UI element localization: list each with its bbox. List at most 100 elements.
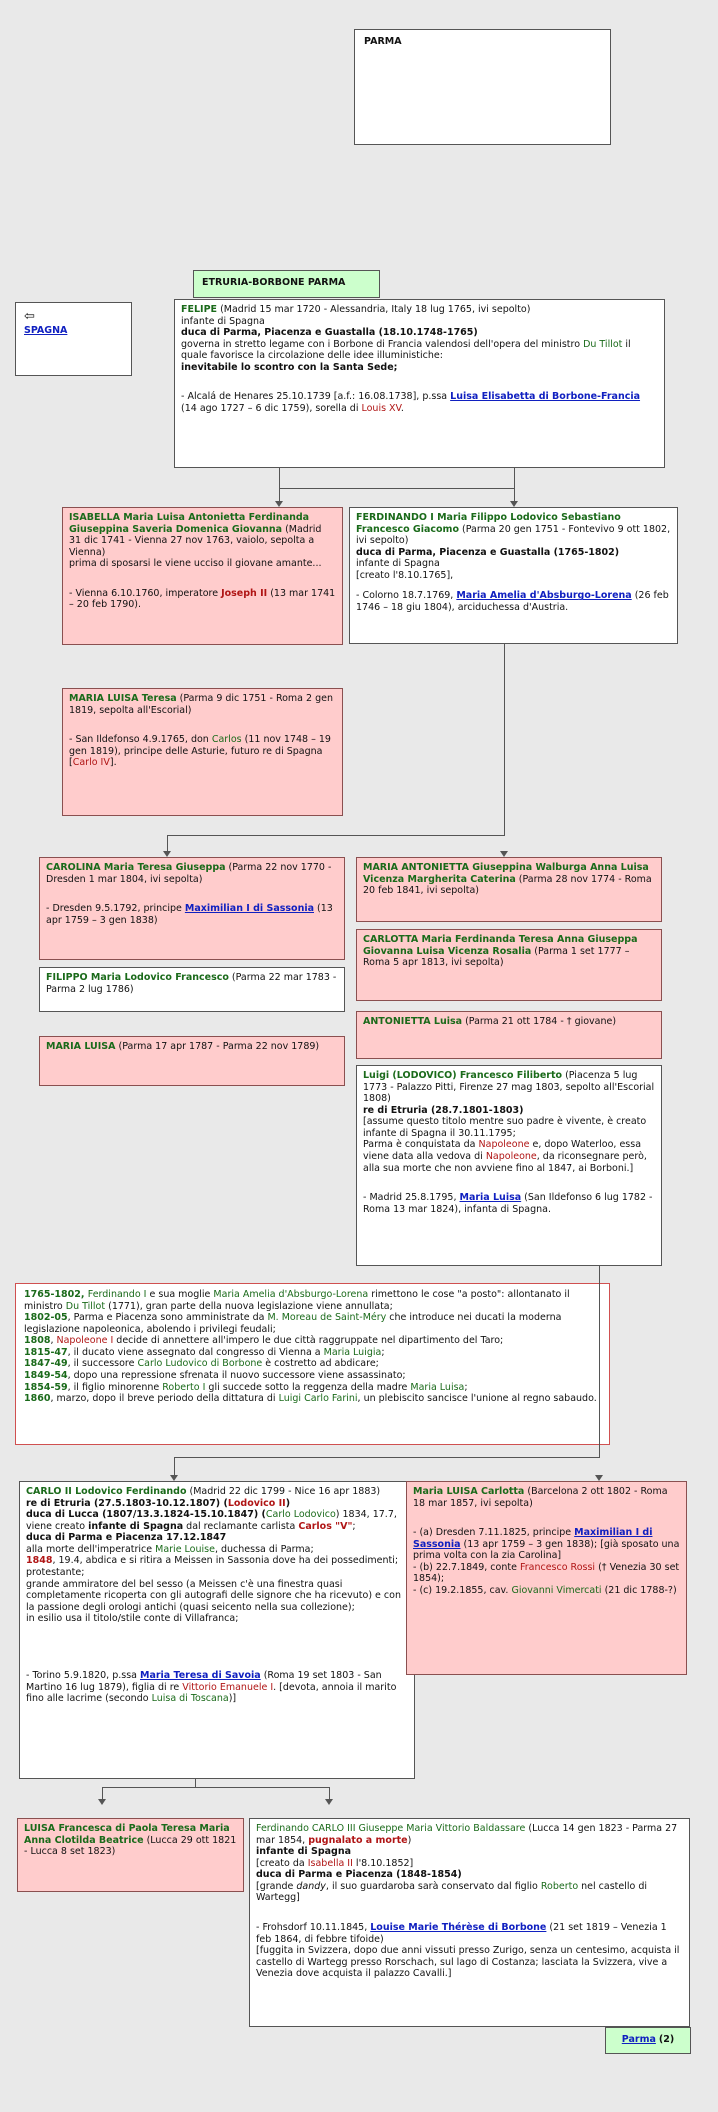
text-carlo2-l3g: ; [352,1520,356,1532]
spouse-link-luisa-elisabetta[interactable]: Luisa Elisabetta di Borbone-Francia [450,391,641,403]
text-maria-luisa-t-carlos: Carlos [211,734,242,746]
text-filippo-l1: (Parma 22 mar 1783 - Parma 2 lug 1786) [46,972,337,995]
text-ferdinando1-l3: infante di Spagna [356,558,440,570]
text-filippo-name: FILIPPO Maria Lodovico Francesco [46,972,229,983]
text-maria-luisa-c-m6: (21 dic 1788-?) [601,1585,677,1597]
spouse-link-maria-luisa[interactable]: Maria Luisa [459,1192,522,1204]
text-felipe-name: FELIPE [181,304,218,315]
text-maria-luisa-c-m5: - (c) 19.2.1855, cav. [413,1585,512,1597]
text-carlo2-l4: duca di Parma e Piacenza 17.12.1847 [26,1532,227,1544]
text-carlo2-l2b: Lodovico II [227,1497,286,1509]
parma-2-link[interactable]: Parma [621,2034,656,2045]
text-luigi-l2: re di Etruria (28.7.1801-1803) [363,1104,524,1116]
text-history-p7e: Maria Luisa [410,1381,465,1393]
text-history-p2d: che introduce nei ducati la moderna legi… [24,1312,562,1335]
text-history-p7a: 1854-59 [24,1381,68,1393]
ferdinando-i-card: FERDINANDO I Maria Filippo Lodovico Seba… [349,507,678,644]
maria-luisa-carlotta-card: Maria LUISA Carlotta (Barcelona 2 ott 18… [406,1481,687,1675]
text-felipe-louis: Louis XV [361,403,401,415]
text-luigi-l1: (Piacenza 5 lug 1773 - Palazzo Pitti, Fi… [363,1070,655,1105]
text-history-p5a: 1847-49 [24,1358,68,1370]
text-carlo2-l1: (Madrid 22 dic 1799 - Nice 16 apr 1883) [186,1486,381,1497]
text-luisa-fr-name: LUISA Francesca di Paola Teresa Maria An… [24,1823,230,1846]
text-history-p3d: decide di annettere all'impero le due ci… [113,1335,504,1347]
luigi-card: Luigi (LODOVICO) Francesco Filiberto (Pi… [356,1065,662,1266]
text-maria-luisa-t-m1: - San Ildefonso 4.9.1765, don [69,734,212,746]
text-history-p8d: , un plebiscito sancisce l'unione al reg… [357,1393,597,1405]
text-maria-luisa-t-m2: (11 nov 1748 – 19 gen 1819), principe de… [69,734,331,769]
text-history-p2c: M. Moreau de Saint-Méry [267,1312,387,1324]
text-history-p1d: Maria Amelia d'Absburgo-Lorena [213,1289,369,1300]
text-history-p4a: 1815-47 [24,1346,68,1358]
carlo-iii-card: Ferdinando CARLO III Giuseppe Maria Vitt… [249,1818,690,2027]
spouse-link-maximilian-2[interactable]: Maximilian I di Sassonia [413,1527,653,1550]
text-luigi-l4a: Parma è conquistata da [363,1139,479,1151]
text-history-p3a: 1808 [24,1335,51,1347]
spouse-link-maria-amelia[interactable]: Maria Amelia d'Absburgo-Lorena [456,590,632,602]
text-carlo3-l2: infante di Spagna [256,1846,352,1858]
text-carlo3-l3c: l'8.10.1852] [352,1857,414,1869]
text-maria-luisa-c-name: Maria LUISA Carlotta [413,1486,525,1497]
luisa-francesca-card: LUISA Francesca di Paola Teresa Maria An… [17,1818,244,1892]
spouse-link-louise-marie[interactable]: Louise Marie Thérèse di Borbone [370,1922,547,1934]
text-history-p4d: ; [381,1346,385,1358]
text-carlo3-l5d: Roberto [540,1880,579,1892]
text-carolina-name: CAROLINA Maria Teresa Giuseppa [46,862,226,873]
text-history-p8a: 1860 [24,1393,51,1405]
maria-luisa-1787-card: MARIA LUISA (Parma 17 apr 1787 - Parma 2… [39,1036,345,1086]
text-maria-luisa2-name: MARIA LUISA [46,1041,116,1052]
text-carlo2-l3f: Carlos "V" [298,1520,353,1532]
text-carlo2-ve: Vittorio Emanuele I [182,1681,274,1693]
text-luigi-l3: [assume questo titolo mentre suo padre è… [363,1116,647,1139]
text-felipe-m3: . [400,403,404,415]
text-carlo2-m3: . [devota, annoia il marito fino alle la… [26,1681,397,1705]
text-history-p1f: Du Tillot [65,1300,106,1312]
text-carlo2-l2c: ) [285,1497,291,1509]
text-parma2-link-suffix: (2) [658,2034,675,2045]
carlotta-card: CARLOTTA Maria Ferdinanda Teresa Anna Gi… [356,929,662,1001]
text-felipe-l1: (Madrid 15 mar 1720 - Alessandria, Italy… [220,304,531,315]
text-ferdinando1-l1: (Parma 20 gen 1751 - Fontevivo 9 ott 180… [356,523,671,547]
text-history-p1c: e sua moglie [146,1289,214,1300]
text-isabella-m1: - Vienna 6.10.1760, imperatore [69,587,222,599]
back-arrow-icon[interactable]: ⇦ [24,309,35,324]
text-felipe-du-tillot: Du Tillot [583,338,623,350]
text-ferdinando1-m2: (26 feb 1746 – 18 giu 1804), arciduchess… [356,590,669,614]
text-history-p7c: Roberto I [162,1381,206,1393]
text-maria-luisa2-l1: (Parma 17 apr 1787 - Parma 22 nov 1789) [115,1041,320,1052]
text-felipe-l4a: governa in stretto legame con i Borbone … [181,338,584,350]
text-history-p3b: , [50,1335,57,1347]
text-carlo3-l5e: nel castello di Wartegg] [256,1880,648,1904]
text-maria-antonietta-l1: (Parma 28 nov 1774 - Roma 20 feb 1841, i… [363,873,652,897]
spagna-link[interactable]: SPAGNA [24,324,68,336]
text-carolina-m2: (13 apr 1759 – 3 gen 1838) [46,903,333,926]
text-maria-luisa-c-m4: († Venezia 30 set 1854); [413,1561,680,1585]
text-history-p8c: Luigi Carlo Farini [278,1393,358,1405]
text-ferdinando1-m1: - Colorno 18.7.1769, [356,590,457,602]
text-luigi-name: Luigi (LODOVICO) Francesco Filiberto [363,1070,563,1081]
spouse-link-maximilian[interactable]: Maximilian I di Sassonia [184,903,314,915]
parma-title: PARMA [364,36,402,47]
text-ferdinando1-name: FERDINANDO I Maria Filippo Lodovico Seba… [356,512,621,535]
text-luigi-l4b: e, dopo Waterloo, essa viene data alla v… [363,1139,642,1163]
dynasty-label: ETRURIA-BORBONE PARMA [193,270,380,298]
text-carlo2-lt: Luisa di Toscana [151,1693,229,1705]
text-history-p1b: Ferdinando I [87,1289,147,1300]
text-carlo2-name: CARLO II Lodovico Ferdinando [26,1486,187,1497]
carolina-card: CAROLINA Maria Teresa Giuseppa (Parma 22… [39,857,345,960]
text-carlo2-l3a: duca di Lucca (1807/13.3.1824-15.10.1847… [26,1509,266,1521]
spouse-link-maria-teresa[interactable]: Maria Teresa di Savoia [139,1669,261,1681]
text-luigi-nap2: Napoleone [485,1151,537,1163]
nav-back-box: ⇦ SPAGNA [15,302,132,376]
text-carlo3-m1: - Frohsdorf 10.11.1845, [256,1922,371,1934]
text-carlo3-l5c: , il suo guardaroba sarà conservato dal … [325,1880,541,1892]
text-carlo3-l4: duca di Parma e Piacenza (1848-1854) [256,1869,462,1881]
text-carlo2-m1: - Torino 5.9.1820, p.ssa [26,1669,140,1681]
text-isabella-spouse: Joseph II [221,587,268,599]
text-history-p3c: Napoleone I [56,1335,114,1347]
text-maria-luisa-c-sp3: Giovanni Vimercati [511,1585,602,1597]
text-ferdinando1-l2: duca di Parma, Piacenza e Guastalla (176… [356,546,620,558]
text-carlo2-l5b: Marie Louise [155,1543,215,1555]
text-history-p8b: , marzo, dopo il breve periodo della dit… [50,1393,279,1405]
parma-2-link-box: Parma (2) [605,2027,691,2054]
